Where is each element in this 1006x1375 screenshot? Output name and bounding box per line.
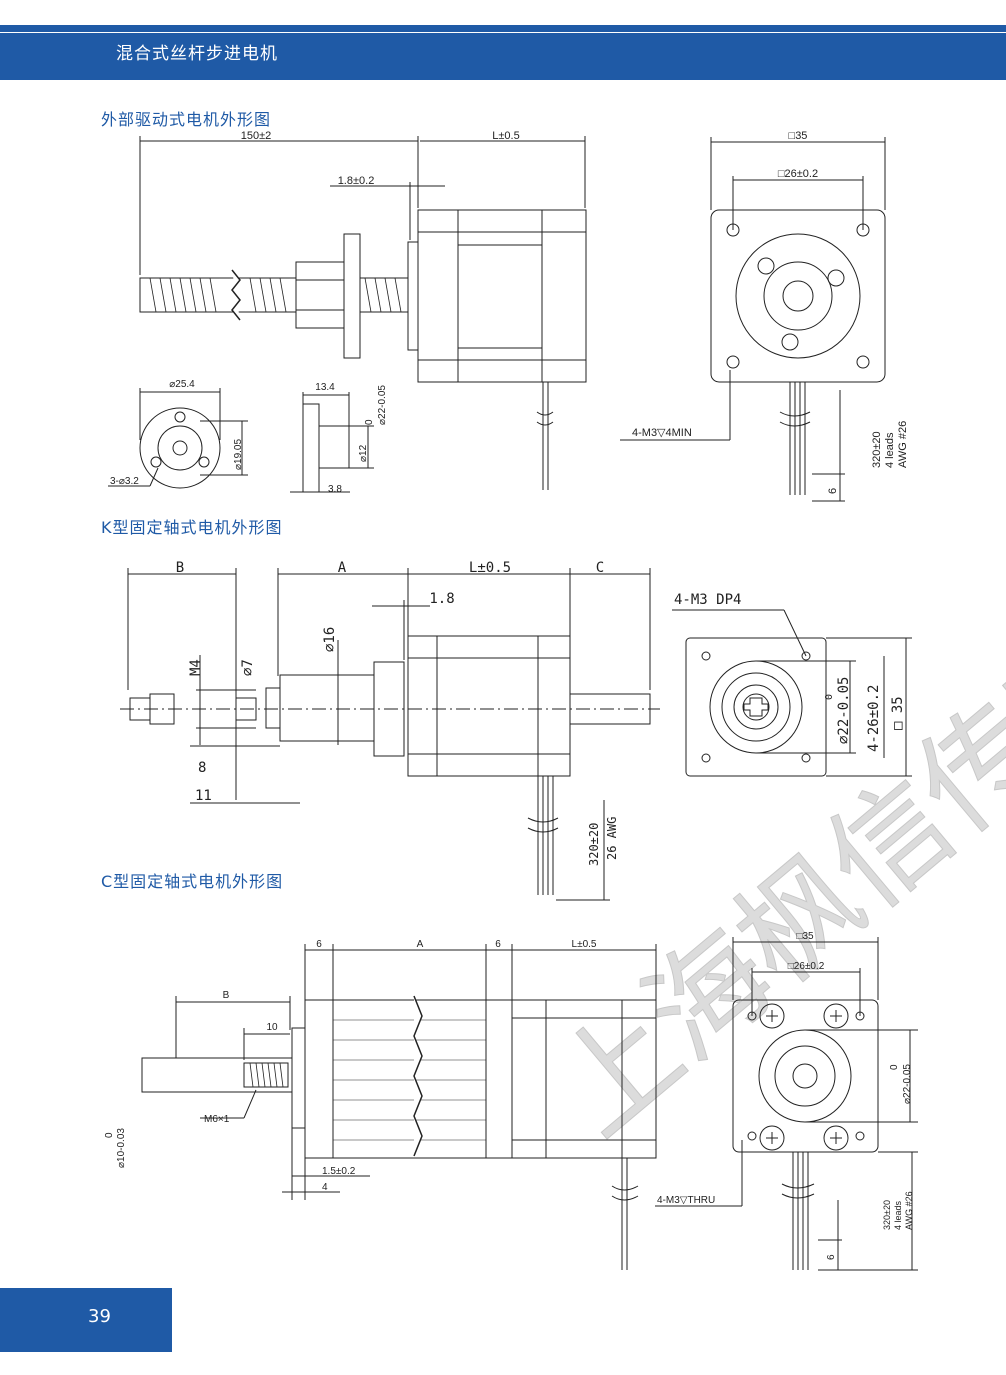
dim-leads-count: 4 leads bbox=[884, 432, 896, 468]
dim-k-hole-square: 4-26±0.2 bbox=[866, 685, 882, 752]
dim-c-body-length: L±0.5 bbox=[572, 939, 597, 950]
dim-k-d7: ⌀7 bbox=[240, 659, 256, 676]
dim-k-leads-length: 320±20 bbox=[587, 823, 601, 866]
dim-k-c: C bbox=[596, 560, 604, 576]
dim-c-awg: AWG #26 bbox=[904, 1191, 914, 1230]
dim-k-b: B bbox=[176, 560, 184, 576]
dim-c-square: □35 bbox=[796, 931, 814, 942]
dim-nut-length: 13.4 bbox=[315, 382, 335, 393]
dim-c-boss-tolerance: 0 bbox=[889, 1064, 900, 1070]
dim-k-a: A bbox=[338, 560, 347, 576]
dim-c-ten: 10 bbox=[266, 1022, 278, 1033]
dim-c-boss-diameter: ⌀22-0.05 bbox=[902, 1064, 913, 1104]
dim-nut-od: ⌀25.4 bbox=[169, 379, 195, 390]
drawing-external-end bbox=[620, 137, 886, 502]
drawing-k-side bbox=[120, 568, 660, 901]
dim-k-body-length: L±0.5 bbox=[469, 560, 511, 576]
dim-k-square: □ 35 bbox=[890, 696, 906, 730]
watermark: 上海枫信传动 bbox=[529, 601, 1006, 1162]
dim-k-awg: 26 AWG bbox=[605, 817, 619, 860]
dim-nut-pcd: ⌀19.05 bbox=[233, 439, 244, 470]
dim-k-flange-gap: 1.8 bbox=[429, 591, 454, 607]
dim-nut-shank: ⌀12 bbox=[358, 444, 369, 462]
dim-c-a: A bbox=[417, 939, 424, 950]
dim-mount-holes: 4-M3▽4MIN bbox=[632, 427, 692, 439]
dim-lead-strip: 6 bbox=[827, 488, 839, 494]
header-bar: 混合式丝杆步进电机 bbox=[0, 25, 1006, 80]
dim-c-mount-holes: 4-M3▽THRU bbox=[657, 1195, 715, 1206]
footer-page-box: 39 bbox=[0, 1288, 172, 1352]
dim-square: □35 bbox=[789, 130, 808, 142]
dim-k-eight: 8 bbox=[198, 760, 206, 776]
dim-c-flange-gap: 1.5±0.2 bbox=[322, 1166, 356, 1177]
dim-screw-length: 150±2 bbox=[241, 130, 272, 142]
section-title-c-type: C型固定轴式电机外形图 bbox=[101, 872, 284, 891]
page-title: 混合式丝杆步进电机 bbox=[116, 44, 278, 64]
dim-body-length: L±0.5 bbox=[492, 130, 519, 142]
dim-awg: AWG #26 bbox=[897, 421, 909, 468]
dim-c-hole-square: □26±0.2 bbox=[788, 961, 825, 972]
dim-boss-diameter: ⌀22-0.05 bbox=[377, 385, 388, 425]
dim-k-boss-diameter: ⌀22-0.05 bbox=[836, 677, 852, 744]
drawing-nut-detail bbox=[108, 388, 374, 493]
dim-nut-holes: 3-⌀3.2 bbox=[110, 476, 139, 487]
dim-c-six-right: 6 bbox=[495, 939, 501, 950]
dim-k-boss-tolerance: 0 bbox=[824, 694, 835, 700]
drawing-k-end bbox=[672, 609, 912, 777]
dim-boss-tolerance: 0 bbox=[364, 419, 375, 425]
dim-c-lead-strip: 6 bbox=[826, 1254, 837, 1260]
dim-hole-square: □26±0.2 bbox=[778, 168, 818, 180]
dim-k-eleven: 11 bbox=[195, 788, 212, 804]
dim-c-shaft-tolerance: 0 bbox=[104, 1132, 115, 1138]
dim-c-four: 4 bbox=[322, 1182, 328, 1193]
dim-c-thread: M6×1 bbox=[204, 1114, 230, 1125]
dim-c-leads-length: 320±20 bbox=[882, 1200, 892, 1230]
dim-c-b: B bbox=[223, 990, 230, 1001]
dim-nut-flange: 3.8 bbox=[328, 484, 342, 495]
dim-k-mount-holes: 4-M3 DP4 bbox=[674, 592, 741, 608]
drawing-c-side bbox=[141, 944, 743, 1270]
dim-c-six-left: 6 bbox=[316, 939, 322, 950]
section-title-external: 外部驱动式电机外形图 bbox=[101, 110, 272, 129]
dim-c-leads-count: 4 leads bbox=[893, 1200, 903, 1230]
section-title-k-type: K型固定轴式电机外形图 bbox=[101, 518, 283, 537]
dim-k-d16: ⌀16 bbox=[322, 627, 338, 652]
dim-c-shaft-diameter: ⌀10-0.03 bbox=[116, 1128, 127, 1168]
page-number: 39 bbox=[88, 1306, 111, 1327]
drawing-c-end bbox=[732, 937, 918, 1271]
dim-leads-length: 320±20 bbox=[871, 431, 883, 468]
dim-k-m4: M4 bbox=[188, 659, 204, 676]
header-rule bbox=[0, 32, 1006, 33]
dim-flange-gap: 1.8±0.2 bbox=[338, 175, 375, 187]
drawing-external-side bbox=[139, 136, 587, 490]
